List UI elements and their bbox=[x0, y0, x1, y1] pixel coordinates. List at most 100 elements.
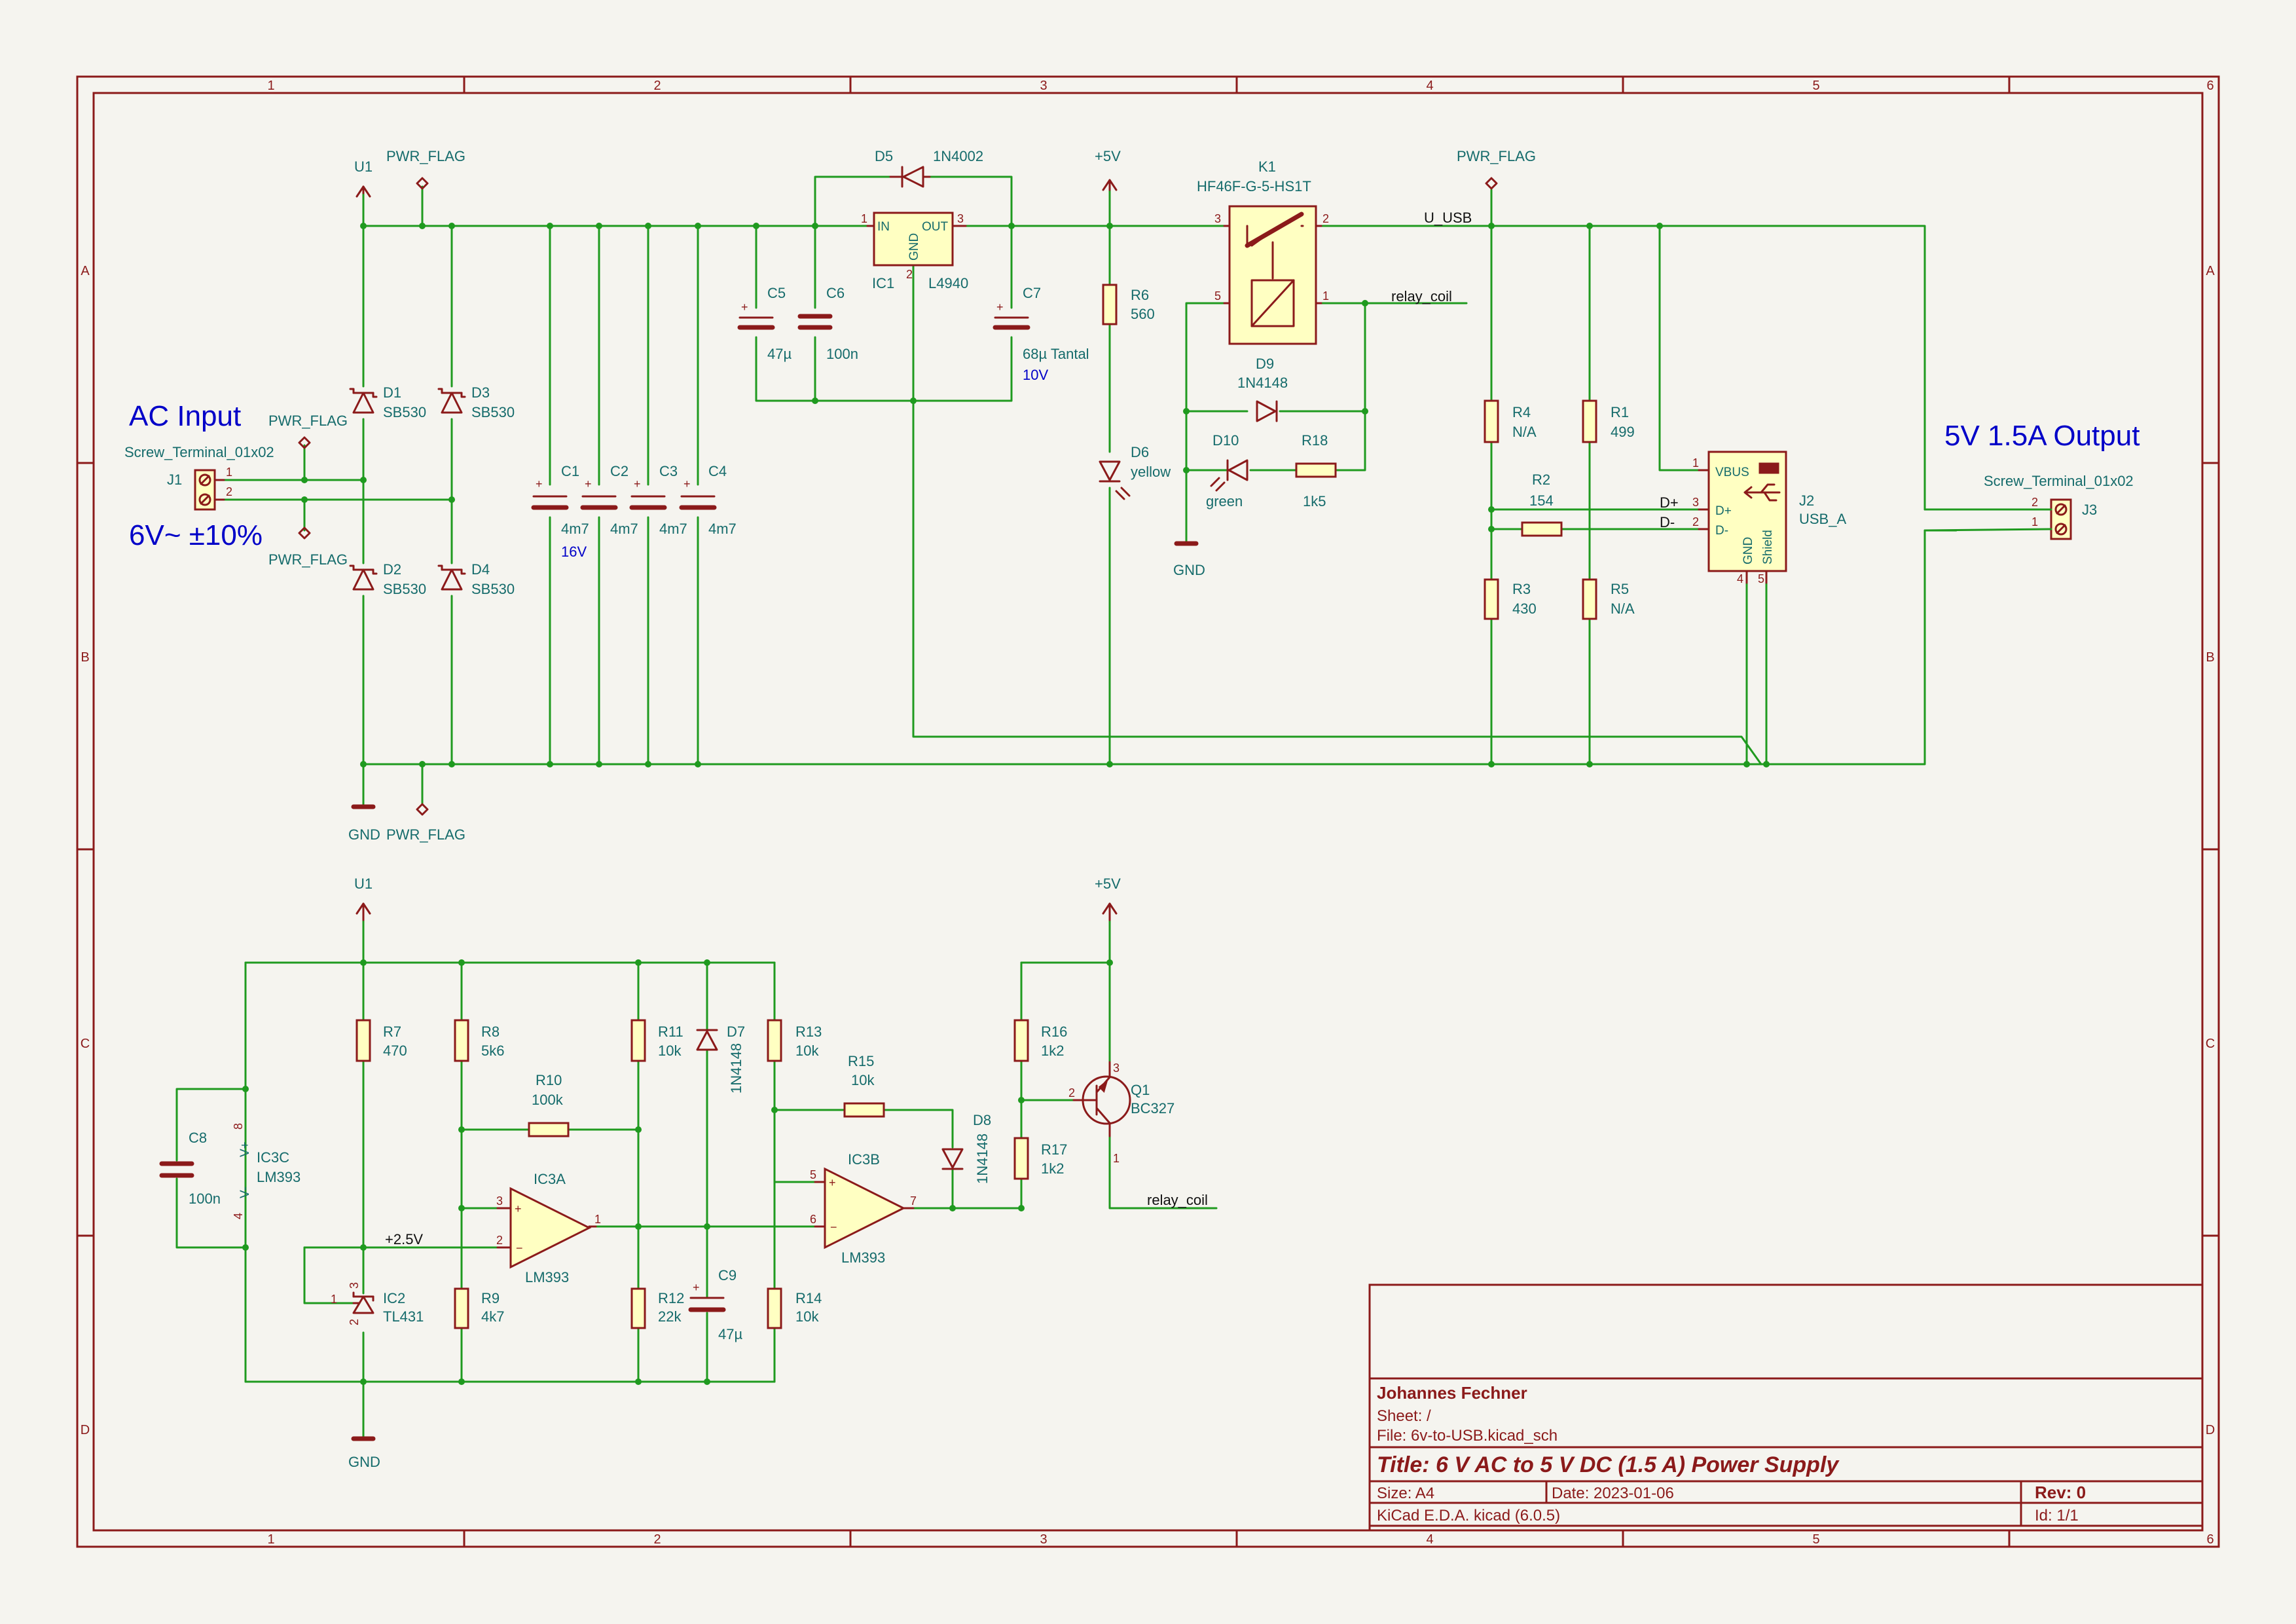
ref-designator: C8 bbox=[189, 1130, 207, 1146]
pin-name: Shield bbox=[1761, 530, 1775, 564]
ref-designator: R9 bbox=[481, 1290, 500, 1306]
power-label: PWR_FLAG bbox=[1457, 148, 1536, 164]
component-value: 10k bbox=[851, 1072, 875, 1088]
row-label: D bbox=[81, 1423, 90, 1437]
diode-d9: D9 1N4148 bbox=[1237, 356, 1288, 422]
output-note: 5V 1.5A Output bbox=[1944, 420, 2140, 452]
gnd-symbol: GND bbox=[348, 1436, 380, 1470]
pin-label: 1 bbox=[1113, 1152, 1120, 1165]
svg-text:+: + bbox=[536, 477, 543, 490]
net-label: U_USB bbox=[1424, 210, 1472, 226]
component-value: 1N4148 bbox=[728, 1043, 744, 1094]
power-u1-top: U1 bbox=[354, 158, 373, 198]
ref-designator: C7 bbox=[1023, 285, 1041, 301]
svg-text:−: − bbox=[516, 1242, 523, 1255]
comparator-ic3b: + − 5 6 7 IC3B LM393 bbox=[810, 1151, 917, 1266]
pin-label: 3 bbox=[496, 1194, 503, 1208]
component-value: 1N4148 bbox=[974, 1134, 991, 1184]
pwr-flag: PWR_FLAG bbox=[268, 526, 348, 568]
ref-designator: R1 bbox=[1611, 404, 1629, 420]
ref-designator: R11 bbox=[658, 1024, 683, 1040]
component-value: 100k bbox=[532, 1092, 564, 1108]
capacitor-c4: + C4 4m7 bbox=[679, 463, 737, 537]
ref-designator: R12 bbox=[658, 1290, 684, 1306]
row-label: D bbox=[2206, 1423, 2215, 1437]
col-label: 4 bbox=[1426, 1532, 1433, 1547]
opamp-ic3c-power: 8 4 V+ V- IC3C LM393 bbox=[232, 1123, 301, 1219]
capacitor-c1: + C1 4m7 16V bbox=[531, 463, 589, 560]
pin-label: 1 bbox=[861, 212, 867, 225]
resistor-r12: R12 22k bbox=[630, 1287, 684, 1329]
led-d10: D10 green bbox=[1206, 432, 1248, 509]
ref-designator: R16 bbox=[1041, 1024, 1067, 1040]
ref-designator: C4 bbox=[708, 463, 727, 479]
ref-designator: R8 bbox=[481, 1024, 500, 1040]
ref-designator: D3 bbox=[471, 384, 490, 401]
diode-d2: D2 SB530 bbox=[349, 561, 426, 597]
component-value: 10k bbox=[795, 1308, 819, 1325]
transistor-q1: 1 2 3 Q1 BC327 bbox=[1068, 1061, 1175, 1165]
pin-name: V+ bbox=[238, 1141, 252, 1157]
row-label: C bbox=[2206, 1037, 2215, 1051]
ref-designator: R10 bbox=[536, 1072, 562, 1088]
power-label: PWR_FLAG bbox=[386, 148, 465, 164]
pin-label: 2 bbox=[496, 1234, 503, 1247]
connector-j2: VBUS D+ D- GND Shield 1 3 2 4 5 J2 USB_A bbox=[1692, 451, 1846, 585]
pin-label: 5 bbox=[810, 1168, 816, 1181]
pin-label: 1 bbox=[594, 1213, 601, 1226]
col-label: 1 bbox=[267, 1532, 274, 1547]
resistor-r11: R11 10k bbox=[630, 1019, 683, 1062]
pin-name: GND bbox=[1741, 537, 1755, 564]
component-value: Screw_Terminal_01x02 bbox=[1984, 473, 2134, 489]
pin-label: 4 bbox=[232, 1213, 245, 1219]
component-value: 47µ bbox=[767, 346, 792, 362]
ref-designator: J2 bbox=[1799, 492, 1814, 509]
pin-label: 3 bbox=[348, 1282, 361, 1289]
diode-d1: D1 SB530 bbox=[349, 384, 426, 420]
resistor-r3: R3 430 bbox=[1484, 578, 1537, 620]
wires-bottom bbox=[175, 919, 1218, 1439]
capacitor-c3: + C3 4m7 bbox=[629, 463, 687, 537]
component-value: 4m7 bbox=[659, 521, 687, 537]
pin-name: V- bbox=[238, 1187, 252, 1198]
regulator-ic1: IN OUT GND 1 2 3 IC1 L4940 bbox=[861, 212, 968, 291]
col-label: 2 bbox=[653, 79, 661, 93]
connector-j3: 2 1 J3 Screw_Terminal_01x02 bbox=[1923, 473, 2134, 540]
component-value: BC327 bbox=[1131, 1100, 1175, 1116]
pin-name: IN bbox=[877, 220, 890, 234]
svg-text:+: + bbox=[585, 477, 592, 490]
pin-name: D- bbox=[1715, 524, 1728, 538]
net-label: relay_coil bbox=[1391, 288, 1452, 304]
component-value: L4940 bbox=[928, 275, 968, 291]
pin-label: 2 bbox=[226, 485, 232, 498]
component-value: 4m7 bbox=[708, 521, 737, 537]
component-value: 470 bbox=[383, 1043, 407, 1059]
resistor-r1: R1 499 bbox=[1582, 399, 1635, 443]
component-value: 4m7 bbox=[561, 521, 589, 537]
svg-text:+: + bbox=[693, 1281, 700, 1294]
component-value: 1k2 bbox=[1041, 1043, 1064, 1059]
power-label: +5V bbox=[1095, 148, 1121, 164]
pin-name: GND bbox=[907, 233, 921, 261]
component-value: TL431 bbox=[383, 1308, 424, 1325]
ref-designator: IC1 bbox=[872, 275, 894, 291]
ref-designator: D8 bbox=[973, 1112, 991, 1128]
component-value: LM393 bbox=[841, 1249, 885, 1266]
tb-sheet: Sheet: / bbox=[1377, 1407, 1431, 1425]
pin-label: 5 bbox=[1758, 572, 1764, 585]
diode-d3: D3 SB530 bbox=[437, 384, 515, 420]
row-label: A bbox=[81, 264, 90, 278]
component-value: 47µ bbox=[718, 1326, 742, 1342]
pin-name: OUT bbox=[922, 220, 949, 234]
ref-designator: D1 bbox=[383, 384, 401, 401]
ref-designator: C5 bbox=[767, 285, 786, 301]
diode-d5: D5 1N4002 bbox=[875, 148, 983, 188]
tb-company: Johannes Fechner bbox=[1377, 1383, 1527, 1403]
pwr-flag: PWR_FLAG bbox=[386, 803, 465, 843]
component-value: 154 bbox=[1529, 492, 1554, 509]
svg-text:+: + bbox=[683, 477, 691, 490]
ref-designator: R15 bbox=[848, 1053, 874, 1069]
resistor-r18: R18 1k5 bbox=[1295, 432, 1337, 509]
component-value: 499 bbox=[1611, 424, 1635, 440]
